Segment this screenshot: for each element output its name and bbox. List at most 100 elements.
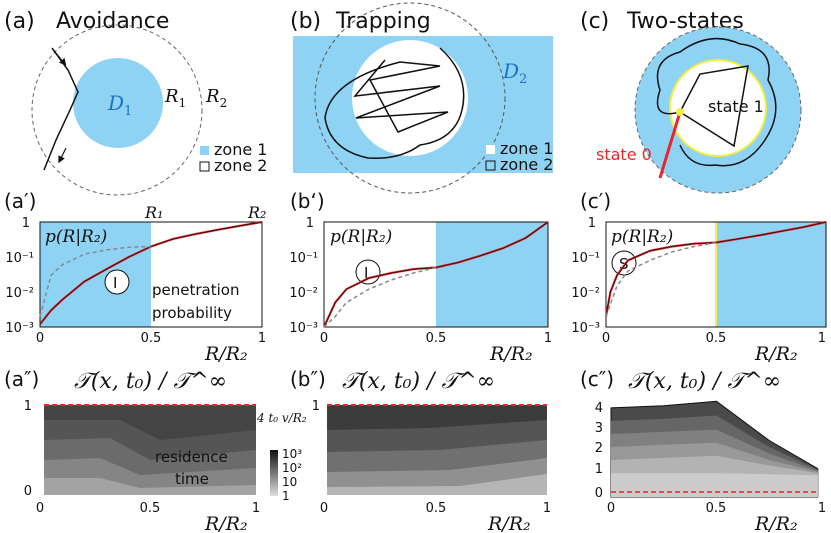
series-line-1: [605, 241, 717, 317]
annotation-line1: penetration: [152, 281, 239, 299]
xlabel: R/R₂: [489, 343, 533, 365]
annotation-line2: probability: [152, 304, 232, 322]
xtick: 0: [36, 501, 44, 516]
residence-area: [610, 400, 819, 498]
trajectory-inner: [679, 65, 749, 148]
xtick: 1: [543, 501, 551, 516]
panel-a-title: Avoidance: [56, 9, 169, 34]
series-line-overlay: [323, 221, 549, 328]
ylabel: p(R|R₂): [611, 227, 673, 247]
ytick: 10⁻¹: [571, 251, 600, 266]
xtick: 1: [258, 331, 266, 346]
zone1-disk: [73, 58, 163, 148]
area-band-5: [611, 473, 818, 497]
marker-circle: [611, 250, 637, 276]
label-R1: R1: [164, 86, 186, 110]
residence-field: [327, 405, 547, 495]
band: [44, 478, 256, 495]
panel-c1-letter: (c′): [580, 189, 611, 213]
colorbar-tick: 1: [282, 489, 290, 503]
xtick: 0.5: [706, 501, 727, 516]
arrow-icon: [58, 147, 67, 164]
marker-label: I: [113, 274, 117, 292]
panel-b-title: Trapping: [335, 9, 431, 34]
label-R1: R₁: [144, 203, 163, 222]
panel-c-letter: (c): [580, 9, 609, 34]
ytick: 0: [595, 486, 603, 501]
panel-a1: (a′) R₁ R₂ p(R|R₂) I penetration probabi…: [4, 189, 266, 365]
label-D2: D2: [502, 59, 527, 87]
ytick: 1: [588, 216, 596, 231]
panel-c2-title: 𝒯(x, t₀) / 𝒯^∞: [628, 369, 781, 394]
panel-c: (c) Two-states state 1 state 0: [580, 9, 802, 194]
xtick: 0: [320, 331, 328, 346]
colorbar-tick: 10: [282, 475, 297, 489]
legend-zone1-swatch: [200, 146, 209, 155]
panel-a2-letter: (a″): [4, 367, 39, 391]
state1-label: state 1: [708, 97, 764, 116]
ytick: 10⁻³: [571, 321, 600, 336]
ytick: 3: [595, 421, 603, 436]
ytick: 4: [595, 401, 603, 416]
panel-c1: (c′) p(R|R₂) S 1 10⁻¹ 10⁻² 10⁻³ 0 0.5 1 …: [571, 189, 827, 365]
xtick: 1: [818, 501, 826, 516]
legend-zone2-label: zone 2: [500, 155, 553, 174]
trajectory-a: [43, 47, 79, 171]
ytick: 10⁻¹: [289, 251, 318, 266]
colorbar: [270, 450, 278, 496]
xtick: 0: [602, 331, 610, 346]
legend-zone2-swatch: [485, 160, 496, 171]
boundary-dashed: [314, 2, 506, 194]
junction-marker: [676, 108, 684, 116]
xlabel: R/R₂: [754, 513, 798, 533]
colorbar-tick: 10³: [282, 447, 302, 461]
marker-circle: [104, 269, 130, 295]
ytick: 2: [595, 441, 603, 456]
panel-c2-letter: (c″): [580, 367, 614, 391]
legend-zone1-label: zone 1: [500, 139, 553, 158]
panel-a: (a) Avoidance D1 R1 R2 zone 1 zone 2: [4, 9, 267, 196]
panel-b2-letter: (b″): [290, 367, 326, 391]
ytick: 10⁻¹: [5, 251, 34, 266]
residence-field: [44, 405, 256, 495]
ytick: 0: [24, 484, 32, 499]
ytick: 1: [312, 399, 320, 414]
panel-a2: (a″) 𝒯(x, t₀) / 𝒯^∞ residence time 4 t₀ …: [4, 367, 307, 533]
state0-label: state 0: [596, 145, 652, 164]
xtick: 0: [320, 501, 328, 516]
xtick: 1: [818, 331, 826, 346]
xtick: 0.5: [141, 331, 162, 346]
panel-b-letter: (b): [290, 9, 321, 34]
ytick: 10⁻²: [5, 286, 34, 301]
ytick: 1: [306, 216, 314, 231]
plot-frame: [605, 221, 827, 328]
xlabel: R/R₂: [754, 343, 798, 365]
ytick: 10⁻³: [5, 321, 34, 336]
panel-c2: (c″) 𝒯(x, t₀) / 𝒯^∞ 4 3 2 1 0 0 0.5 1 R/…: [580, 367, 826, 533]
panel-b: (b) Trapping D2 zone 1 zone 2: [290, 2, 553, 194]
colorbar-tick: 10²: [282, 461, 302, 475]
xtick: 1: [252, 501, 260, 516]
ytick: 10⁻³: [289, 321, 318, 336]
boundary-r2: [31, 24, 203, 196]
xtick: 1: [544, 331, 552, 346]
ytick: 1: [22, 216, 30, 231]
colorbar-title: 4 t₀ v/R₂: [256, 411, 307, 425]
series-line-1: [39, 245, 152, 317]
band: [327, 474, 547, 495]
marker-label: I: [364, 264, 368, 282]
series-line-overlay: [39, 221, 263, 325]
ytick: 1: [24, 399, 32, 414]
ytick: 10⁻²: [289, 286, 318, 301]
label-R2: R2: [205, 86, 227, 110]
xtick: 0: [36, 331, 44, 346]
ytick: 1: [595, 462, 603, 477]
annotation-line1: residence: [155, 448, 228, 466]
marker-label: S: [619, 255, 629, 273]
state0-line: [658, 111, 682, 179]
annotation-line2: time: [175, 470, 209, 488]
panel-a-letter: (a): [4, 9, 35, 34]
ylabel: p(R|R₂): [330, 227, 392, 247]
legend-zone2-swatch: [199, 161, 210, 172]
xlabel: R/R₂: [204, 513, 248, 533]
